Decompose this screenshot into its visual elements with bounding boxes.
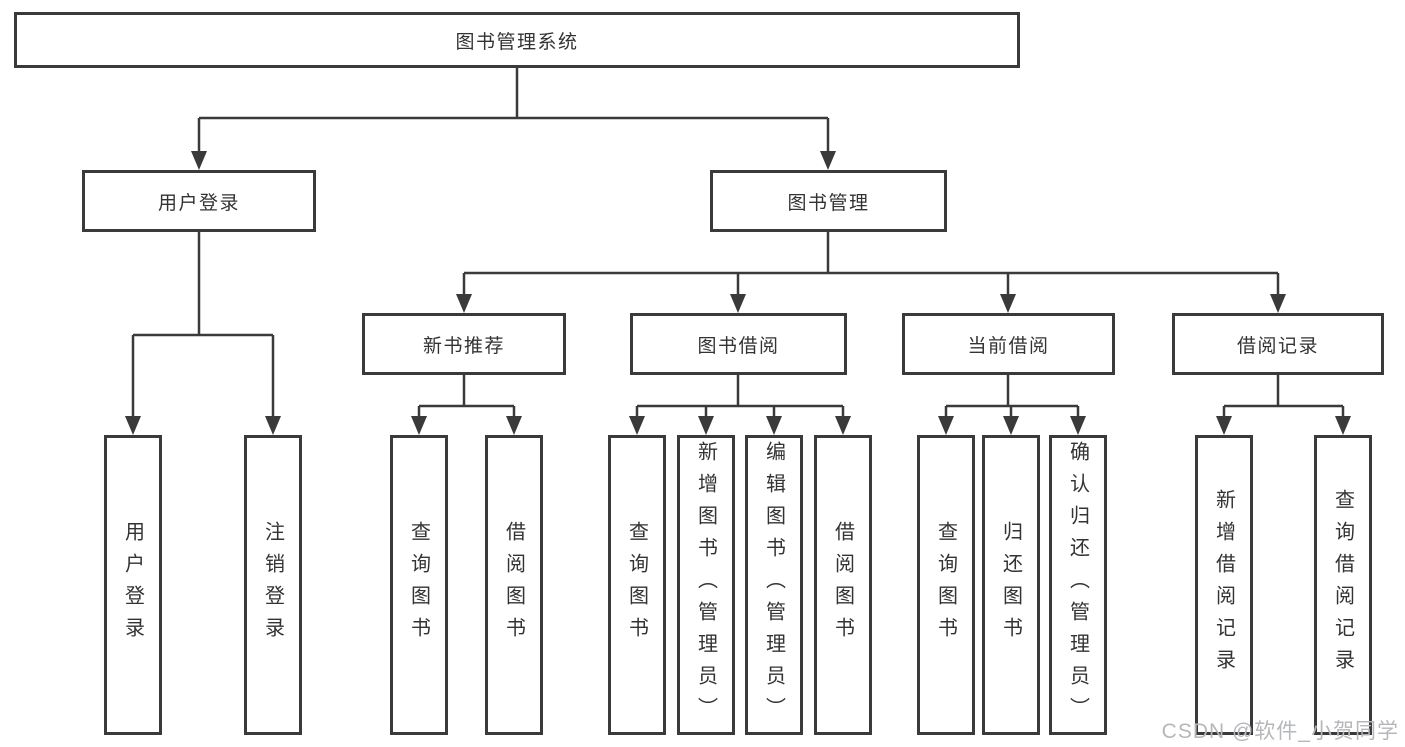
- leaf-query-borrow-record: 查询借阅记录: [1314, 435, 1372, 735]
- leaf-confirm-return-admin: 确认归还（管理员）: [1049, 435, 1107, 735]
- leaf-add-borrow-record: 新增借阅记录: [1195, 435, 1253, 735]
- node-new-book-recommend: 新书推荐: [362, 313, 566, 375]
- leaf-add-book-admin: 新增图书（管理员）: [677, 435, 735, 735]
- leaf-borrow-book: 借阅图书: [814, 435, 872, 735]
- leaf-query-book-current: 查询图书: [917, 435, 975, 735]
- node-user-login: 用户登录: [82, 170, 316, 232]
- leaf-return-book: 归还图书: [982, 435, 1040, 735]
- node-book-management: 图书管理: [710, 170, 947, 232]
- node-book-borrow: 图书借阅: [630, 313, 847, 375]
- leaf-query-book-recommend: 查询图书: [390, 435, 448, 735]
- leaf-borrow-book-recommend: 借阅图书: [485, 435, 543, 735]
- node-current-borrow: 当前借阅: [902, 313, 1115, 375]
- leaf-edit-book-admin: 编辑图书（管理员）: [745, 435, 803, 735]
- csdn-watermark: CSDN @软件_小贺同学: [1161, 720, 1399, 743]
- leaf-user-login: 用户登录: [104, 435, 162, 735]
- leaf-query-book-borrow: 查询图书: [608, 435, 666, 735]
- leaf-logout: 注销登录: [244, 435, 302, 735]
- node-root-system: 图书管理系统: [14, 12, 1020, 68]
- node-borrow-record: 借阅记录: [1172, 313, 1384, 375]
